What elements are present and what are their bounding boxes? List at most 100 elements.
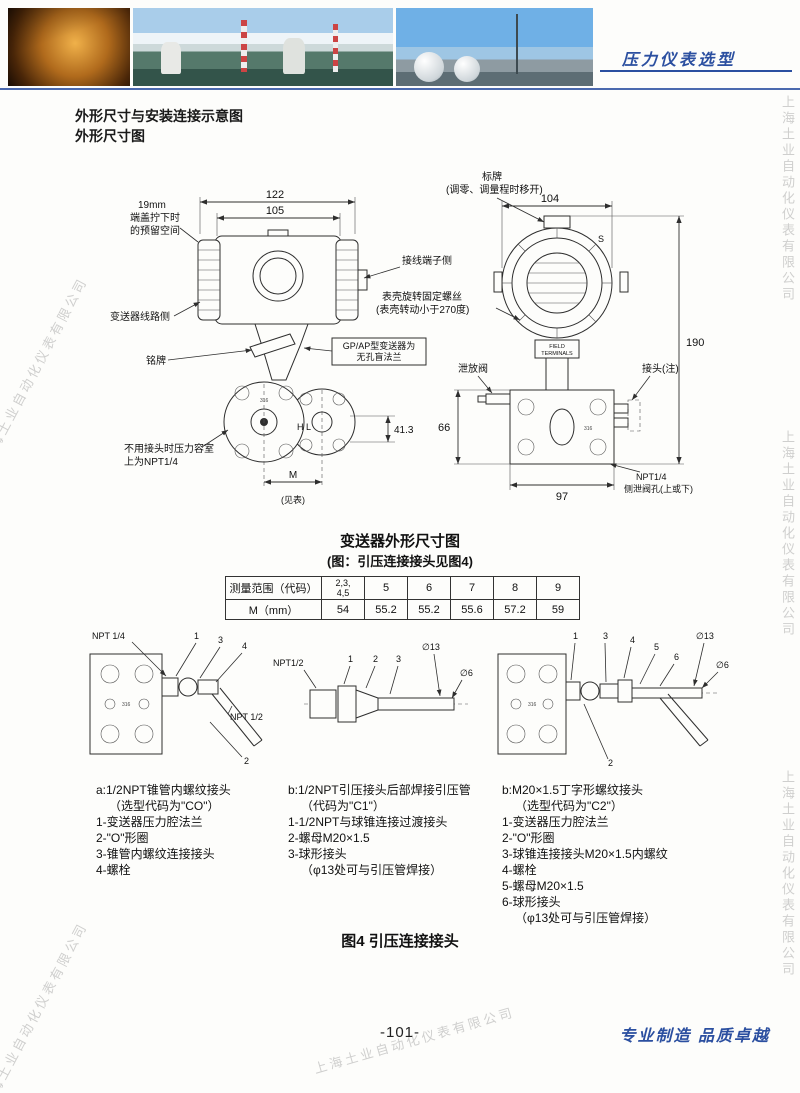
fitting-b1-description: b:1/2NPT引压接头后部焊接引压管 （代码为"C1"） 1-1/2NPT与球… <box>288 782 503 878</box>
tag-note: (调零、调量程时移开) <box>446 183 543 196</box>
fitting-b2-diagram: 316 1 3 4 5 6 ∅13 <box>497 631 729 768</box>
field-terminals-label: FIELD <box>549 344 565 350</box>
table-header-cell: 测量范围（代码） <box>225 576 322 600</box>
part-number: 2 <box>373 654 378 664</box>
diameter-6-label: ∅6 <box>460 668 473 678</box>
tag-note: 标牌 <box>482 170 502 183</box>
cooling-tower <box>161 42 181 74</box>
sphere-tank <box>454 56 480 82</box>
stamp-316: 316 <box>528 702 537 708</box>
desc-line: 3-锥管内螺纹连接接头 <box>96 847 215 861</box>
desc-line: 1-变送器压力腔法兰 <box>96 815 203 829</box>
fitting-diagrams: 316 NPT 1/4 1 3 4 NPT 1/2 2 <box>89 631 729 768</box>
see-table-note: (见表) <box>281 494 305 505</box>
lattice-tower <box>516 14 518 74</box>
terminal-side-note: 接线端子侧 <box>402 254 452 267</box>
chamber-note: 上为NPT1/4 <box>124 456 178 468</box>
npt12-label: NPT 1/2 <box>230 712 263 722</box>
subsection-heading: 外形尺寸图 <box>75 128 145 144</box>
fitting-b2-description: b:M20×1.5丁字形螺纹接头 （选型代码为"C2"） 1-变送器压力腔法兰 … <box>502 782 740 926</box>
diameter-6-label: ∅6 <box>716 660 729 670</box>
npt14-label: NPT 1/4 <box>92 631 125 641</box>
table-row: M（mm） 54 55.2 55.2 55.6 57.2 59 <box>225 599 580 620</box>
watermark-text: 上海土业自动化仪表有限公司 <box>780 770 795 978</box>
dim-97: 97 <box>556 491 568 503</box>
side-drain-note: NPT1/4 <box>636 472 667 482</box>
joint-note: 接头(注) <box>642 362 679 375</box>
part-number: 3 <box>218 635 223 645</box>
chimney <box>241 20 247 72</box>
page-number: -101- <box>379 1024 421 1041</box>
desc-line: 3-球形接头 <box>288 847 347 861</box>
header-rule <box>0 88 800 90</box>
desc-line: b:1/2NPT引压接头后部焊接引压管 <box>288 783 471 797</box>
desc-line: 4-螺栓 <box>502 863 537 877</box>
desc-line: 2-"O"形圈 <box>502 831 555 845</box>
transmitter-side-view: 标牌 (调零、调量程时移开) 104 <box>376 170 704 503</box>
table-cell: 57.2 <box>493 599 537 620</box>
spare-space-note: 19mm <box>138 200 166 211</box>
drain-valve-note: 泄放阀 <box>458 362 488 375</box>
drawing-title: 变送器外形尺寸图 <box>339 533 460 550</box>
table-cell: 8 <box>493 576 537 600</box>
part-number: 5 <box>654 642 659 652</box>
chamber-note: 不用接头时压力容室 <box>124 442 214 455</box>
table-cell: 55.2 <box>407 599 451 620</box>
part-number: 4 <box>630 635 635 645</box>
fitting-a-description: a:1/2NPT锥管内螺纹接头 （选型代码为"CO"） 1-变送器压力腔法兰 2… <box>96 782 286 878</box>
desc-line: （φ13处可与引压管焊接） <box>301 863 443 877</box>
table-cell: 54 <box>321 599 365 620</box>
table-cell: 5 <box>364 576 408 600</box>
photo-power-plant <box>133 8 393 86</box>
part-number: 1 <box>194 631 199 641</box>
dim-66: 66 <box>438 422 450 434</box>
dim-190: 190 <box>686 337 704 349</box>
stamp-316: 316 <box>122 702 131 708</box>
table-cell: 2,3, 4,5 <box>321 576 365 600</box>
sphere-tank <box>414 52 444 82</box>
diameter-13-label: ∅13 <box>422 642 440 652</box>
cover-screw-note: (表壳转动小于270度) <box>376 303 469 316</box>
title-underline <box>600 70 792 72</box>
chimney <box>333 24 338 72</box>
desc-line: （选型代码为"CO"） <box>109 799 220 813</box>
desc-line: 2-"O"形圈 <box>96 831 149 845</box>
part-number: 2 <box>608 758 613 768</box>
measuring-range-table: 测量范围（代码） 2,3, 4,5 5 6 7 8 9 M（mm） 54 55.… <box>225 576 580 620</box>
section-heading: 外形尺寸与安装连接示意图 <box>75 108 243 124</box>
table-cell: 7 <box>450 576 494 600</box>
hl-label: H L <box>297 422 311 432</box>
circuit-side-note: 变送器线路侧 <box>110 310 170 323</box>
field-terminals-label: TERMINALS <box>541 351 573 357</box>
watermark-text: 上海土业自动化仪表有限公司 <box>780 430 795 638</box>
fitting-b1-diagram: NPT1/2 1 2 3 ∅13 ∅6 <box>273 642 473 723</box>
nameplate-note: 铭牌 <box>146 354 166 367</box>
range-codes: 4,5 <box>336 588 350 598</box>
desc-line: 5-螺母M20×1.5 <box>502 879 584 893</box>
cover-fins <box>527 262 587 304</box>
table-cell: 59 <box>536 599 580 620</box>
dim-122: 122 <box>266 189 284 201</box>
spare-space-note: 的预留空间 <box>130 224 180 237</box>
outline-dimension-drawing: 122 105 <box>110 170 704 505</box>
part-number: 3 <box>396 654 401 664</box>
desc-line: 6-球形接头 <box>502 895 561 909</box>
part-number: 1 <box>573 631 578 641</box>
photo-handshake <box>8 8 130 86</box>
table-cell: 55.2 <box>364 599 408 620</box>
part-number: 4 <box>242 641 247 651</box>
watermark-text: 上海土业自动化仪表有限公司 <box>780 95 795 303</box>
npt12-label: NPT1/2 <box>273 658 304 668</box>
range-codes: 2,3, <box>335 578 351 588</box>
diameter-13-label: ∅13 <box>696 631 714 641</box>
gp-note: GP/AP型变送器为 <box>343 340 416 351</box>
cooling-tower <box>283 38 305 74</box>
desc-line: （代码为"C1"） <box>301 799 385 813</box>
table-header-cell: M（mm） <box>225 599 322 620</box>
desc-line: 4-螺栓 <box>96 863 131 877</box>
nameplate-plate <box>249 333 296 358</box>
desc-line: 2-螺母M20×1.5 <box>288 831 370 845</box>
stamp-316: 316 <box>584 426 593 432</box>
desc-line: （φ13处可与引压管焊接） <box>515 911 657 925</box>
cover-screw-note: 表壳旋转固定螺丝 <box>382 290 462 303</box>
